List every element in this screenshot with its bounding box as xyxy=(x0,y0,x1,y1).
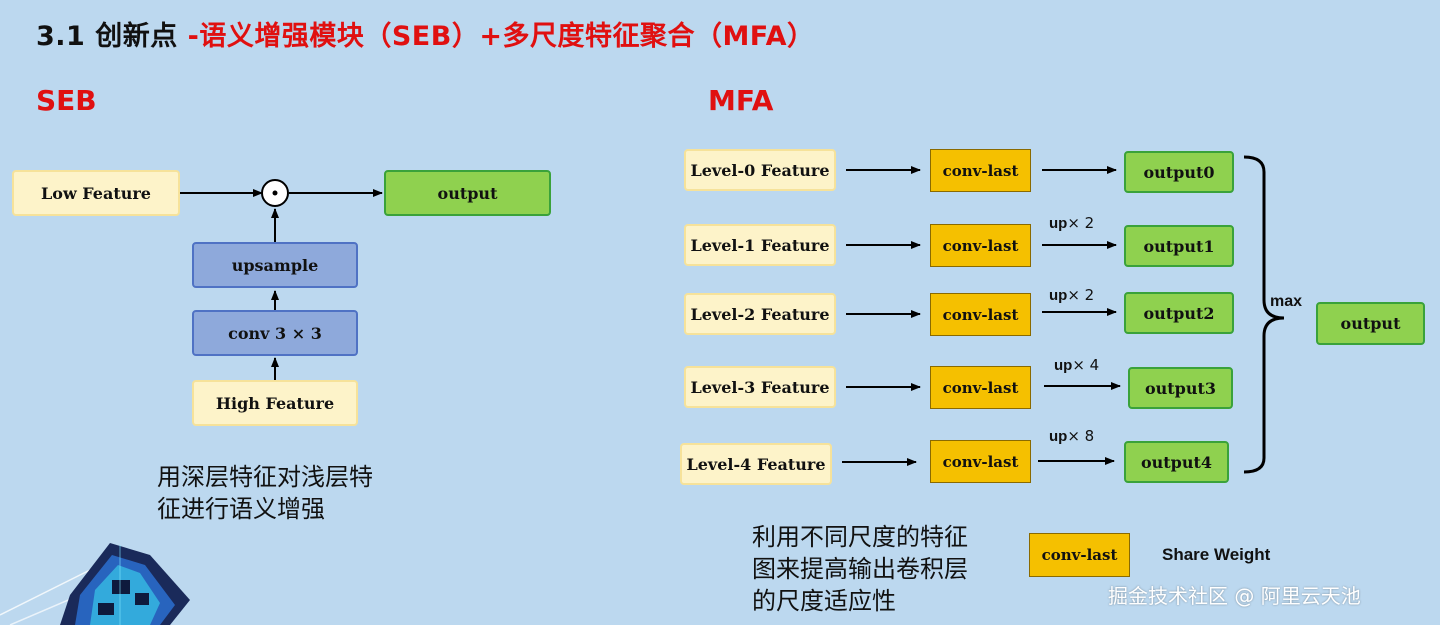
mfa-note-line: 利用不同尺度的特征 xyxy=(752,523,968,551)
up-text: up xyxy=(1049,428,1068,445)
mfa-conv-box-2: conv-last xyxy=(930,293,1031,336)
decorative-cube-illustration xyxy=(0,543,190,625)
seb-high-feature-box: High Feature xyxy=(192,380,358,426)
watermark-text: 掘金技术社区 @ 阿里云天池 xyxy=(1108,584,1361,608)
up-factor: × 8 xyxy=(1067,427,1095,445)
mfa-feature-box-3: Level-3 Feature xyxy=(684,366,836,408)
seb-low-feature-box: Low Feature xyxy=(12,170,180,216)
mfa-max-brace xyxy=(1243,155,1285,474)
up-text: up xyxy=(1054,357,1073,374)
mfa-note-line: 的尺度适应性 xyxy=(752,587,896,615)
mfa-max-label: max xyxy=(1270,293,1303,310)
mfa-up-label-2: up× 2 xyxy=(1049,286,1094,304)
legend-conv-box: conv-last xyxy=(1029,533,1130,577)
mfa-feature-box-4: Level-4 Feature xyxy=(680,443,832,485)
seb-upsample-box: upsample xyxy=(192,242,358,288)
seb-note-line: 用深层特征对浅层特 xyxy=(157,463,373,491)
mfa-note: 利用不同尺度的特征 图来提高输出卷积层 的尺度适应性 xyxy=(752,521,968,617)
mfa-conv-box-3: conv-last xyxy=(930,366,1031,409)
up-factor: × 4 xyxy=(1072,356,1100,374)
mfa-conv-box-0: conv-last xyxy=(930,149,1031,192)
mfa-up-label-1: up× 2 xyxy=(1049,214,1094,232)
seb-note: 用深层特征对浅层特 征进行语义增强 xyxy=(157,461,373,525)
mfa-note-line: 图来提高输出卷积层 xyxy=(752,555,968,583)
seb-conv-box: conv 3 × 3 xyxy=(192,310,358,356)
mfa-up-label-3: up× 4 xyxy=(1054,356,1099,374)
mfa-conv-box-1: conv-last xyxy=(930,224,1031,267)
mfa-output-box-0: output0 xyxy=(1124,151,1234,193)
mfa-feature-box-0: Level-0 Feature xyxy=(684,149,836,191)
mfa-section-label: MFA xyxy=(708,84,774,117)
mfa-output-box-4: output4 xyxy=(1124,441,1229,483)
mfa-output-box-2: output2 xyxy=(1124,292,1234,334)
seb-section-label: SEB xyxy=(36,84,97,117)
mfa-feature-box-2: Level-2 Feature xyxy=(684,293,836,335)
seb-note-line: 征进行语义增强 xyxy=(157,495,325,523)
title-highlight: -语义增强模块（SEB）+多尺度特征聚合（MFA） xyxy=(187,21,815,52)
up-text: up xyxy=(1049,287,1068,304)
mfa-output-box-1: output1 xyxy=(1124,225,1234,267)
mfa-feature-box-1: Level-1 Feature xyxy=(684,224,836,266)
mfa-up-label-4: up× 8 xyxy=(1049,427,1094,445)
mfa-final-output-box: output xyxy=(1316,302,1425,345)
up-factor: × 2 xyxy=(1067,214,1095,232)
seb-output-box: output xyxy=(384,170,551,216)
title-prefix: 3.1 创新点 xyxy=(36,21,188,52)
seb-dot-operator-point xyxy=(272,190,278,196)
legend-share-weight-text: Share Weight xyxy=(1162,545,1271,564)
mfa-output-box-3: output3 xyxy=(1128,367,1233,409)
up-text: up xyxy=(1049,215,1068,232)
up-factor: × 2 xyxy=(1067,286,1095,304)
page-title: 3.1 创新点 -语义增强模块（SEB）+多尺度特征聚合（MFA） xyxy=(36,14,815,53)
mfa-conv-box-4: conv-last xyxy=(930,440,1031,483)
